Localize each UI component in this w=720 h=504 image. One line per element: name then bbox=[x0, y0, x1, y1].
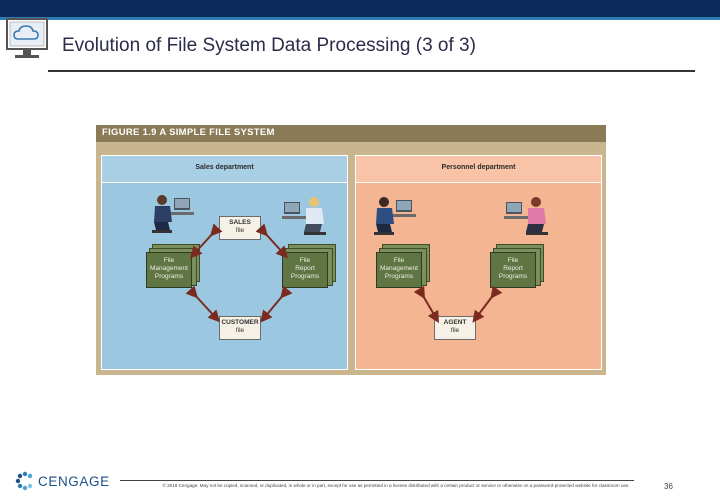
prog-label-1: File bbox=[507, 257, 519, 264]
sales-file: SALES file bbox=[219, 216, 261, 240]
stack-front: File Report Programs bbox=[282, 252, 328, 288]
figure-title: FIGURE 1.9 A SIMPLE FILE SYSTEM bbox=[102, 127, 275, 138]
top-banner-dark bbox=[0, 0, 720, 17]
stack-front: File Management Programs bbox=[376, 252, 422, 288]
cengage-logo: CENGAGE bbox=[14, 470, 114, 492]
slide-title: Evolution of File System Data Processing… bbox=[62, 35, 476, 56]
prog-label-2: Management bbox=[380, 265, 418, 272]
personnel-data-flow-arrows bbox=[413, 285, 503, 324]
customer-file-type: file bbox=[235, 327, 245, 334]
footer-divider bbox=[120, 480, 634, 481]
sales-department-header: Sales department bbox=[102, 156, 347, 183]
figure-simple-file-system: FIGURE 1.9 A SIMPLE FILE SYSTEM Sales de… bbox=[96, 125, 606, 375]
figure-title-bar: FIGURE 1.9 A SIMPLE FILE SYSTEM bbox=[96, 125, 606, 142]
top-banner-light bbox=[0, 17, 720, 20]
sales-department-label: Sales department bbox=[195, 164, 254, 171]
prog-label-1: File bbox=[163, 257, 175, 264]
copyright-notice: © 2018 Cengage. May not be copied, scann… bbox=[162, 483, 630, 488]
personnel-file-report-programs: File Report Programs bbox=[490, 244, 544, 288]
cengage-logo-text: CENGAGE bbox=[38, 474, 110, 489]
prog-label-3: Programs bbox=[290, 273, 320, 280]
person-at-computer-icon bbox=[152, 195, 194, 233]
prog-label-1: File bbox=[299, 257, 311, 264]
sales-file-type: file bbox=[235, 227, 245, 234]
sales-data-flow-arrows bbox=[185, 223, 293, 323]
personnel-file-management-programs: File Management Programs bbox=[376, 244, 430, 288]
top-banner bbox=[0, 0, 720, 20]
page-number: 36 bbox=[664, 482, 673, 491]
prog-label-3: Programs bbox=[154, 273, 184, 280]
prog-label-2: Management bbox=[150, 265, 188, 272]
personnel-department-label: Personnel department bbox=[441, 164, 516, 171]
prog-label-2: Report bbox=[295, 265, 315, 272]
title-divider bbox=[48, 70, 695, 72]
agent-file-name: AGENT bbox=[443, 319, 467, 326]
stack-front: File Report Programs bbox=[490, 252, 536, 288]
personnel-department-header: Personnel department bbox=[356, 156, 601, 183]
person-at-computer-icon bbox=[374, 197, 416, 235]
sales-department-panel: Sales department SALES file bbox=[101, 155, 348, 370]
person-at-computer-icon bbox=[504, 197, 548, 235]
customer-file-name: CUSTOMER bbox=[221, 319, 259, 326]
sales-file-report-programs: File Report Programs bbox=[282, 244, 336, 288]
stack-front: File Management Programs bbox=[146, 252, 192, 288]
sales-file-name: SALES bbox=[229, 219, 251, 226]
prog-label-2: Report bbox=[503, 265, 523, 272]
prog-label-3: Programs bbox=[384, 273, 414, 280]
customer-file: CUSTOMER file bbox=[219, 316, 261, 340]
agent-file: AGENT file bbox=[434, 316, 476, 340]
prog-label-3: Programs bbox=[498, 273, 528, 280]
personnel-department-panel: Personnel department File Managem bbox=[355, 155, 602, 370]
prog-label-1: File bbox=[393, 257, 405, 264]
cloud-monitor-icon bbox=[6, 18, 48, 58]
person-at-computer-icon bbox=[282, 197, 326, 235]
agent-file-type: file bbox=[450, 327, 460, 334]
cengage-logo-icon bbox=[15, 471, 33, 491]
